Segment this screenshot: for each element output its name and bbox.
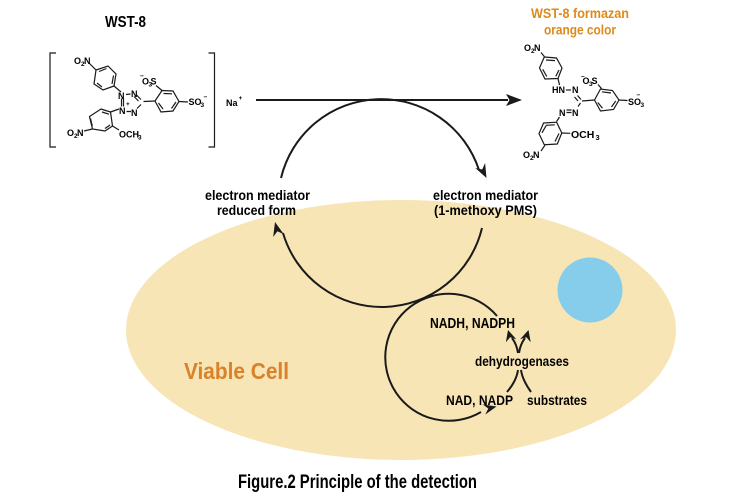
- svg-text:3: 3: [596, 133, 600, 142]
- svg-text:O: O: [523, 150, 530, 160]
- svg-text:Figure.2 Principle of the dete: Figure.2 Principle of the detection: [238, 471, 477, 493]
- svg-text:WST-8: WST-8: [105, 14, 146, 31]
- svg-text:WST-8 formazan: WST-8 formazan: [531, 5, 629, 21]
- svg-text:Na: Na: [226, 98, 238, 108]
- svg-text:2: 2: [531, 48, 535, 55]
- svg-text:S: S: [151, 77, 157, 87]
- svg-text:N: N: [131, 89, 138, 99]
- svg-text:OCH: OCH: [119, 130, 139, 140]
- svg-text:−: −: [637, 92, 641, 99]
- svg-text:NAD, NADP: NAD, NADP: [446, 392, 513, 408]
- svg-text:3: 3: [641, 102, 645, 109]
- svg-text:N: N: [534, 43, 541, 53]
- svg-text:N: N: [84, 56, 91, 66]
- svg-text:N: N: [119, 106, 126, 116]
- svg-text:N: N: [533, 150, 540, 160]
- svg-text:O: O: [142, 77, 149, 87]
- svg-text:3: 3: [589, 81, 593, 88]
- svg-text:orange color: orange color: [544, 22, 616, 38]
- svg-text:N: N: [118, 91, 125, 101]
- svg-text:−: −: [581, 74, 585, 81]
- svg-text:N: N: [572, 85, 579, 95]
- svg-text:SO: SO: [628, 97, 641, 107]
- svg-text:2: 2: [81, 61, 85, 68]
- svg-text:N: N: [572, 108, 579, 118]
- svg-text:S: S: [592, 76, 598, 86]
- svg-text:electron mediator: electron mediator: [433, 188, 539, 203]
- svg-text:3: 3: [138, 135, 142, 142]
- svg-text:SO: SO: [189, 97, 202, 107]
- svg-text:2: 2: [530, 155, 534, 162]
- svg-text:O: O: [67, 128, 74, 138]
- svg-text:+: +: [126, 101, 130, 108]
- svg-text:dehydrogenases: dehydrogenases: [475, 353, 569, 369]
- svg-text:OCH: OCH: [571, 129, 594, 141]
- svg-text:HN: HN: [552, 85, 565, 95]
- svg-text:N: N: [559, 108, 566, 118]
- svg-text:O: O: [74, 56, 81, 66]
- svg-text:Viable Cell: Viable Cell: [184, 358, 289, 384]
- svg-text:(1-methoxy PMS): (1-methoxy PMS): [434, 203, 537, 218]
- svg-text:substrates: substrates: [527, 392, 587, 408]
- svg-text:O: O: [583, 76, 590, 86]
- svg-text:N: N: [131, 108, 138, 118]
- svg-text:2: 2: [74, 133, 78, 140]
- svg-text:electron mediator: electron mediator: [205, 188, 311, 203]
- svg-text:+: +: [239, 95, 243, 102]
- svg-text:3: 3: [201, 102, 205, 109]
- svg-text:NADH, NADPH: NADH, NADPH: [430, 316, 515, 332]
- svg-text:3: 3: [149, 82, 153, 89]
- svg-text:−: −: [204, 94, 208, 101]
- svg-text:−: −: [140, 73, 144, 80]
- svg-text:O: O: [524, 43, 531, 53]
- svg-text:N: N: [77, 128, 84, 138]
- svg-text:reduced form: reduced form: [217, 203, 296, 218]
